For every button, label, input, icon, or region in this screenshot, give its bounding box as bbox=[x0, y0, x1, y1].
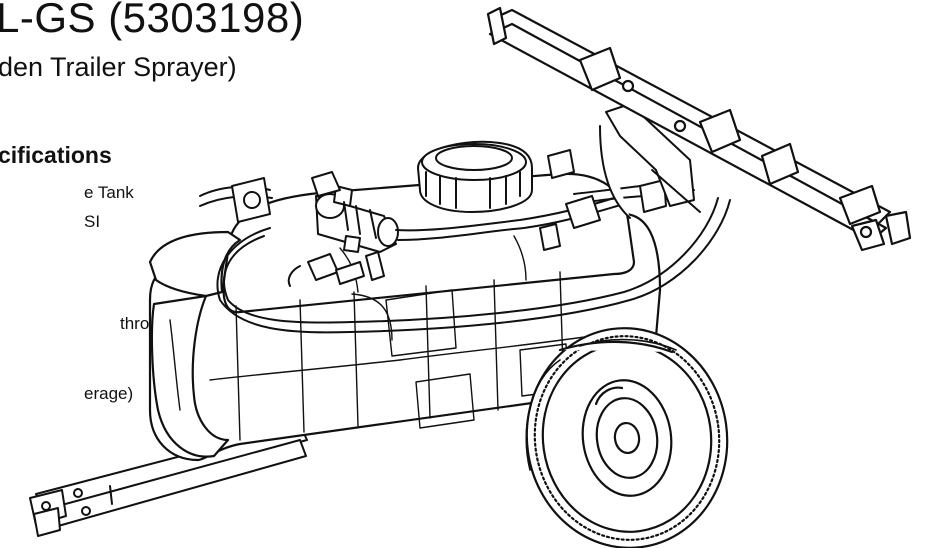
spray-boom-icon bbox=[486, 6, 912, 252]
filler-cap-icon bbox=[417, 140, 533, 213]
product-subtitle: den Trailer Sprayer) bbox=[0, 52, 237, 82]
spec-line-coverage: erage) bbox=[84, 384, 134, 403]
valve-fitting-icon bbox=[231, 149, 667, 287]
specifications-heading: cifications bbox=[0, 142, 112, 168]
tire-tread-icon bbox=[525, 338, 677, 471]
spec-line-psi: SI bbox=[84, 212, 101, 231]
wheel-icon bbox=[525, 327, 729, 548]
spec-line-tank: e Tank bbox=[84, 183, 134, 202]
tow-hitch-icon bbox=[29, 424, 308, 537]
model-title: L-GS (5303198) bbox=[0, 0, 305, 41]
pump-icon bbox=[311, 171, 399, 253]
